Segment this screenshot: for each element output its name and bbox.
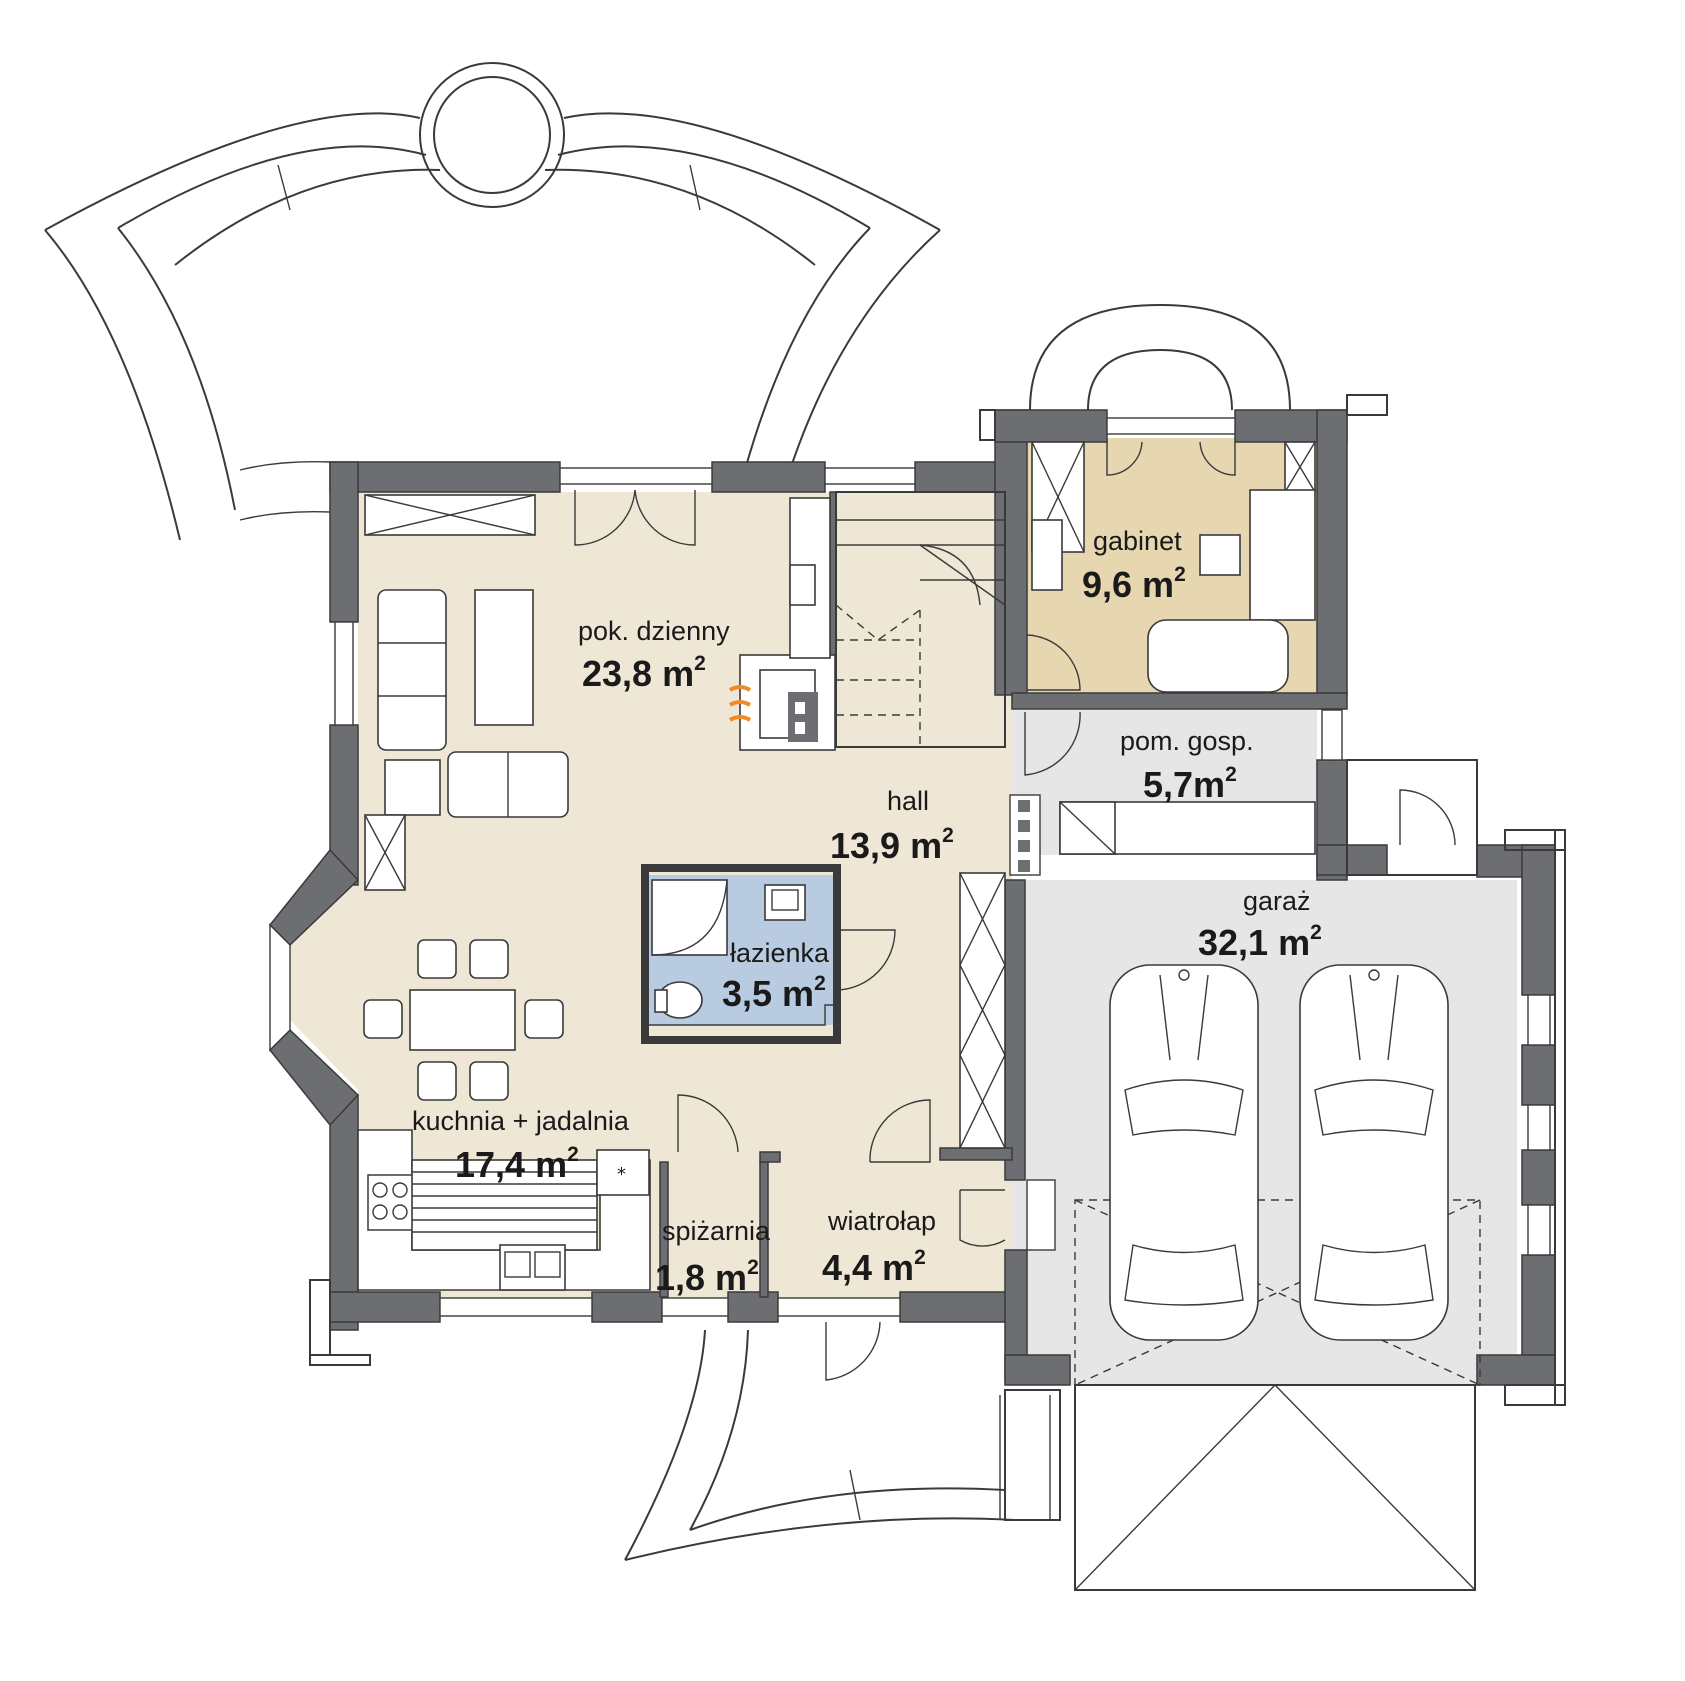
room-area-pok-dzienny: 23,8 m2 (582, 652, 706, 694)
room-area-kuchnia-jadalnia: 17,4 m2 (455, 1143, 579, 1185)
living-furniture (364, 489, 696, 891)
windows (269, 417, 1551, 1317)
terrace-pergola-top (44, 62, 941, 541)
staircase (835, 491, 1006, 748)
hall-fittings (677, 794, 1041, 1381)
car-left (1109, 964, 1259, 1341)
room-name-wiatrolap: wiatrołap (827, 1206, 936, 1236)
utility-fittings (1024, 711, 1316, 855)
room-area-spizarnia: 1,8 m2 (655, 1256, 759, 1298)
room-name-spizarnia: spiżarnia (662, 1216, 771, 1246)
room-name-pok-dzienny: pok. dzienny (578, 616, 730, 646)
kitchen-fittings: * (357, 1129, 651, 1291)
room-name-pom-gosp: pom. gosp. (1120, 726, 1254, 756)
bay-floor (290, 880, 358, 1090)
bathroom-fittings (651, 879, 896, 1019)
room-name-garaz: garaż (1243, 886, 1311, 916)
svg-text:*: * (617, 1164, 626, 1185)
terrace-bay-top (1029, 303, 1291, 411)
study-fittings (1026, 441, 1316, 693)
lazienka-walls (641, 864, 841, 1044)
room-name-gabinet: gabinet (1093, 526, 1182, 556)
garage-annex (309, 394, 1566, 1521)
car-right (1299, 964, 1449, 1341)
room-area-hall: 13,9 m2 (830, 824, 954, 866)
terrace-pergola-bottom (624, 1329, 1051, 1561)
room-area-garaz: 32,1 m2 (1198, 921, 1322, 963)
dining-furniture (363, 939, 564, 1101)
room-name-hall: hall (887, 786, 929, 816)
room-name-kuchnia-jadalnia: kuchnia + jadalnia (412, 1106, 630, 1136)
walls (268, 409, 1556, 1386)
room-area-pom-gosp: 5,7m2 (1143, 763, 1237, 805)
fireplace (728, 497, 836, 751)
room-area-gabinet: 9,6 m2 (1082, 563, 1186, 605)
room-name-lazienka: łazienka (730, 938, 830, 968)
room-area-lazienka: 3,5 m2 (722, 972, 826, 1014)
room-area-wiatrolap: 4,4 m2 (822, 1246, 926, 1288)
room-labels: pok. dzienny 23,8 m2 hall 13,9 m2 gabine… (412, 526, 1322, 1298)
